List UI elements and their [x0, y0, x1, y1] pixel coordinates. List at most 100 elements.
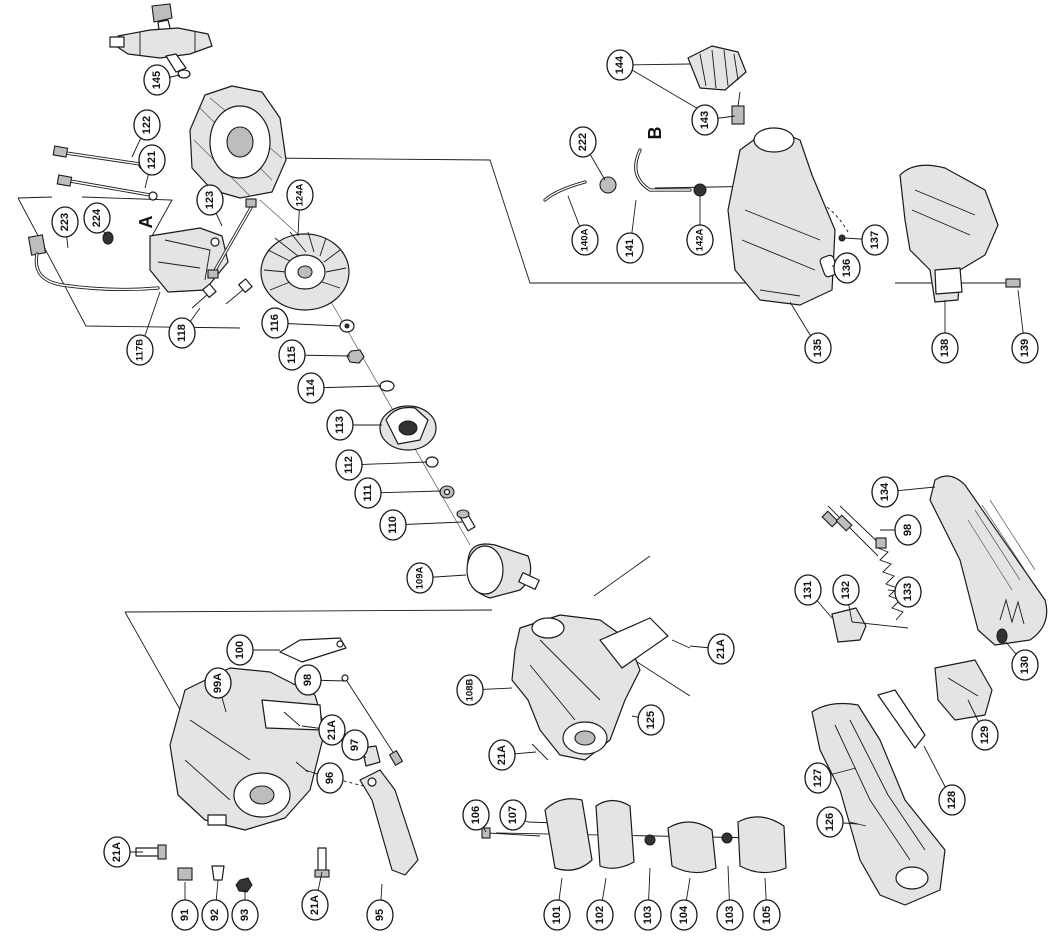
part-callout: 134	[871, 476, 936, 508]
callout-circle	[204, 667, 232, 699]
callout-circle	[931, 332, 959, 364]
part-drawing-223	[27, 234, 160, 292]
part-callout: 21A	[301, 871, 329, 921]
part-callout: 92	[201, 879, 229, 931]
part-callout: 21A	[103, 836, 143, 868]
callout-circle	[804, 332, 832, 364]
callout-circle	[571, 224, 599, 256]
callout-number: 98	[902, 524, 914, 536]
callout-number: 132	[840, 581, 852, 599]
part-callout: 98	[294, 664, 347, 696]
part-drawing-145	[109, 3, 213, 79]
callout-circle	[670, 899, 698, 931]
callout-number: 144	[614, 55, 626, 74]
part-drawing-118	[191, 278, 253, 309]
part-callout: 131	[794, 574, 833, 619]
callout-circle	[341, 729, 369, 761]
callout-number: 100	[234, 641, 246, 659]
part-callout: 112	[335, 449, 428, 481]
callout-circle	[316, 762, 344, 794]
callout-number: 102	[594, 906, 606, 924]
callout-circle	[794, 574, 822, 606]
callout-circle	[616, 232, 644, 264]
part-callout: 122	[131, 109, 161, 158]
part-callout: 222	[569, 126, 606, 181]
callout-circle	[832, 574, 860, 606]
part-callout: 21A	[689, 633, 735, 665]
part-callout: 223	[51, 206, 79, 249]
part-callout: 144	[606, 49, 691, 81]
part-callout: 99A	[204, 667, 232, 713]
part-callout: 137	[844, 224, 889, 256]
callout-circle	[637, 704, 665, 736]
part-callout: 126	[816, 806, 859, 838]
callout-number: 130	[1019, 656, 1031, 674]
callout-circle	[462, 799, 490, 831]
callout-circle	[406, 562, 434, 594]
callout-number: 140A	[580, 229, 591, 252]
part-drawing-131	[831, 607, 867, 643]
part-callout: 121	[138, 144, 166, 189]
callout-circle	[354, 477, 382, 509]
part-drawing-138	[899, 164, 999, 303]
part-drawing-122	[52, 145, 148, 170]
callout-circle	[691, 104, 719, 136]
callout-number: 21A	[326, 720, 338, 740]
callout-circle	[83, 202, 111, 234]
part-drawing-137	[838, 234, 846, 242]
reference-letter-b: B	[645, 127, 665, 140]
part-drawing-116-hole	[344, 323, 350, 329]
washer-parts	[339, 319, 455, 499]
part-callout: 21A	[488, 739, 537, 771]
callout-number: 131	[802, 581, 814, 599]
callout-number: 91	[179, 909, 191, 921]
callout-number: 125	[645, 711, 657, 729]
callout-circle	[707, 633, 735, 665]
part-drawing-103-b	[721, 832, 733, 844]
part-drawing-111-hole	[443, 488, 451, 496]
part-drawing-140A	[543, 180, 587, 202]
callout-number: 129	[979, 726, 991, 744]
part-drawing-117B	[149, 227, 229, 293]
callout-circle	[871, 476, 899, 508]
part-drawing-134	[929, 475, 1048, 646]
part-drawing-133	[875, 537, 904, 621]
callout-number: 21A	[309, 895, 321, 915]
part-drawing-121	[56, 174, 158, 201]
part-drawing-93	[235, 877, 253, 893]
callout-circle	[294, 664, 322, 696]
part-callout: 114	[297, 372, 382, 404]
part-drawing-132	[851, 621, 909, 629]
part-drawing-106	[487, 832, 541, 837]
callout-number: 121	[146, 151, 158, 169]
part-callout: 124A	[286, 179, 314, 237]
callout-number: 118	[176, 324, 188, 342]
part-callout: 100	[226, 634, 280, 666]
part-drawing-135	[727, 127, 836, 306]
part-drawing-101	[544, 798, 593, 871]
part-drawing-92	[211, 865, 225, 881]
callout-number: 98	[302, 674, 314, 686]
part-callout: 116	[261, 307, 341, 339]
part-drawing-141	[634, 148, 692, 192]
part-callout: 113	[326, 409, 382, 441]
callout-circle	[231, 899, 259, 931]
part-drawing-104	[667, 821, 717, 874]
callout-circle	[278, 339, 306, 371]
part-callout: 21A	[301, 714, 346, 746]
part-drawing-102	[595, 799, 635, 869]
callout-circle	[133, 109, 161, 141]
callout-number: 141	[624, 239, 636, 257]
callout-circle	[971, 719, 999, 751]
part-callout: 117B	[126, 291, 161, 366]
callout-circle	[126, 334, 154, 366]
callout-circle	[499, 799, 527, 831]
callout-number: 142A	[695, 229, 706, 252]
part-drawing-139	[1005, 278, 1021, 288]
callout-circle	[606, 49, 634, 81]
part-drawing-114	[379, 380, 395, 392]
part-callout: 128	[923, 745, 966, 816]
part-callout: 103	[634, 867, 662, 931]
callout-number: 109A	[415, 567, 426, 590]
